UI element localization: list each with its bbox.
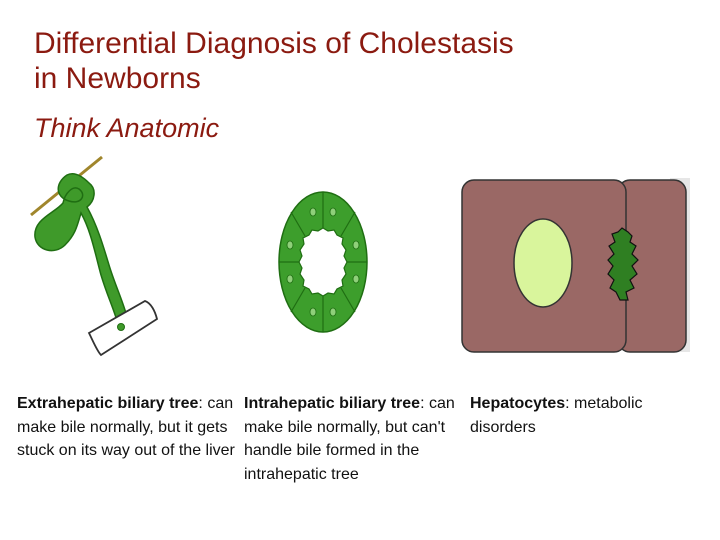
caption-hepatocytes-text: : metabolic disorders	[470, 395, 643, 436]
caption-hepatocytes: Hepatocytes: metabolic disorders	[470, 392, 710, 439]
extrahepatic-biliary-tree-illustration	[30, 155, 159, 357]
caption-extrahepatic-heading: Extrahepatic biliary tree	[17, 395, 199, 412]
bile-canaliculus	[607, 227, 639, 301]
duct-opening	[117, 323, 125, 331]
title-line-2: in Newborns	[34, 62, 201, 95]
caption-intrahepatic-text: : can make bile normally, but can't hand…	[244, 395, 455, 483]
caption-intrahepatic-heading: Intrahepatic biliary tree	[244, 395, 421, 412]
caption-intrahepatic: Intrahepatic biliary tree: can make bile…	[244, 392, 466, 486]
caption-extrahepatic: Extrahepatic biliary tree: can make bile…	[17, 392, 242, 463]
cell-dividers	[279, 192, 367, 332]
title-line-1: Differential Diagnosis of Cholestasis	[34, 27, 514, 60]
caption-hepatocytes-heading: Hepatocytes	[470, 395, 566, 412]
slide-title: Differential Diagnosis of Cholestasis in…	[34, 26, 694, 96]
caption-extrahepatic-text: : can make bile normally, but it gets st…	[17, 395, 235, 459]
slide-subtitle: Think Anatomic	[34, 113, 220, 143]
duct-lumen	[298, 227, 348, 297]
cell-nuclei	[286, 207, 360, 317]
hepatocyte-nucleus	[513, 218, 573, 308]
intrahepatic-duct-cross-section	[278, 191, 368, 333]
hepatocytes-illustration	[461, 178, 690, 353]
gallbladder-duct	[34, 172, 128, 323]
